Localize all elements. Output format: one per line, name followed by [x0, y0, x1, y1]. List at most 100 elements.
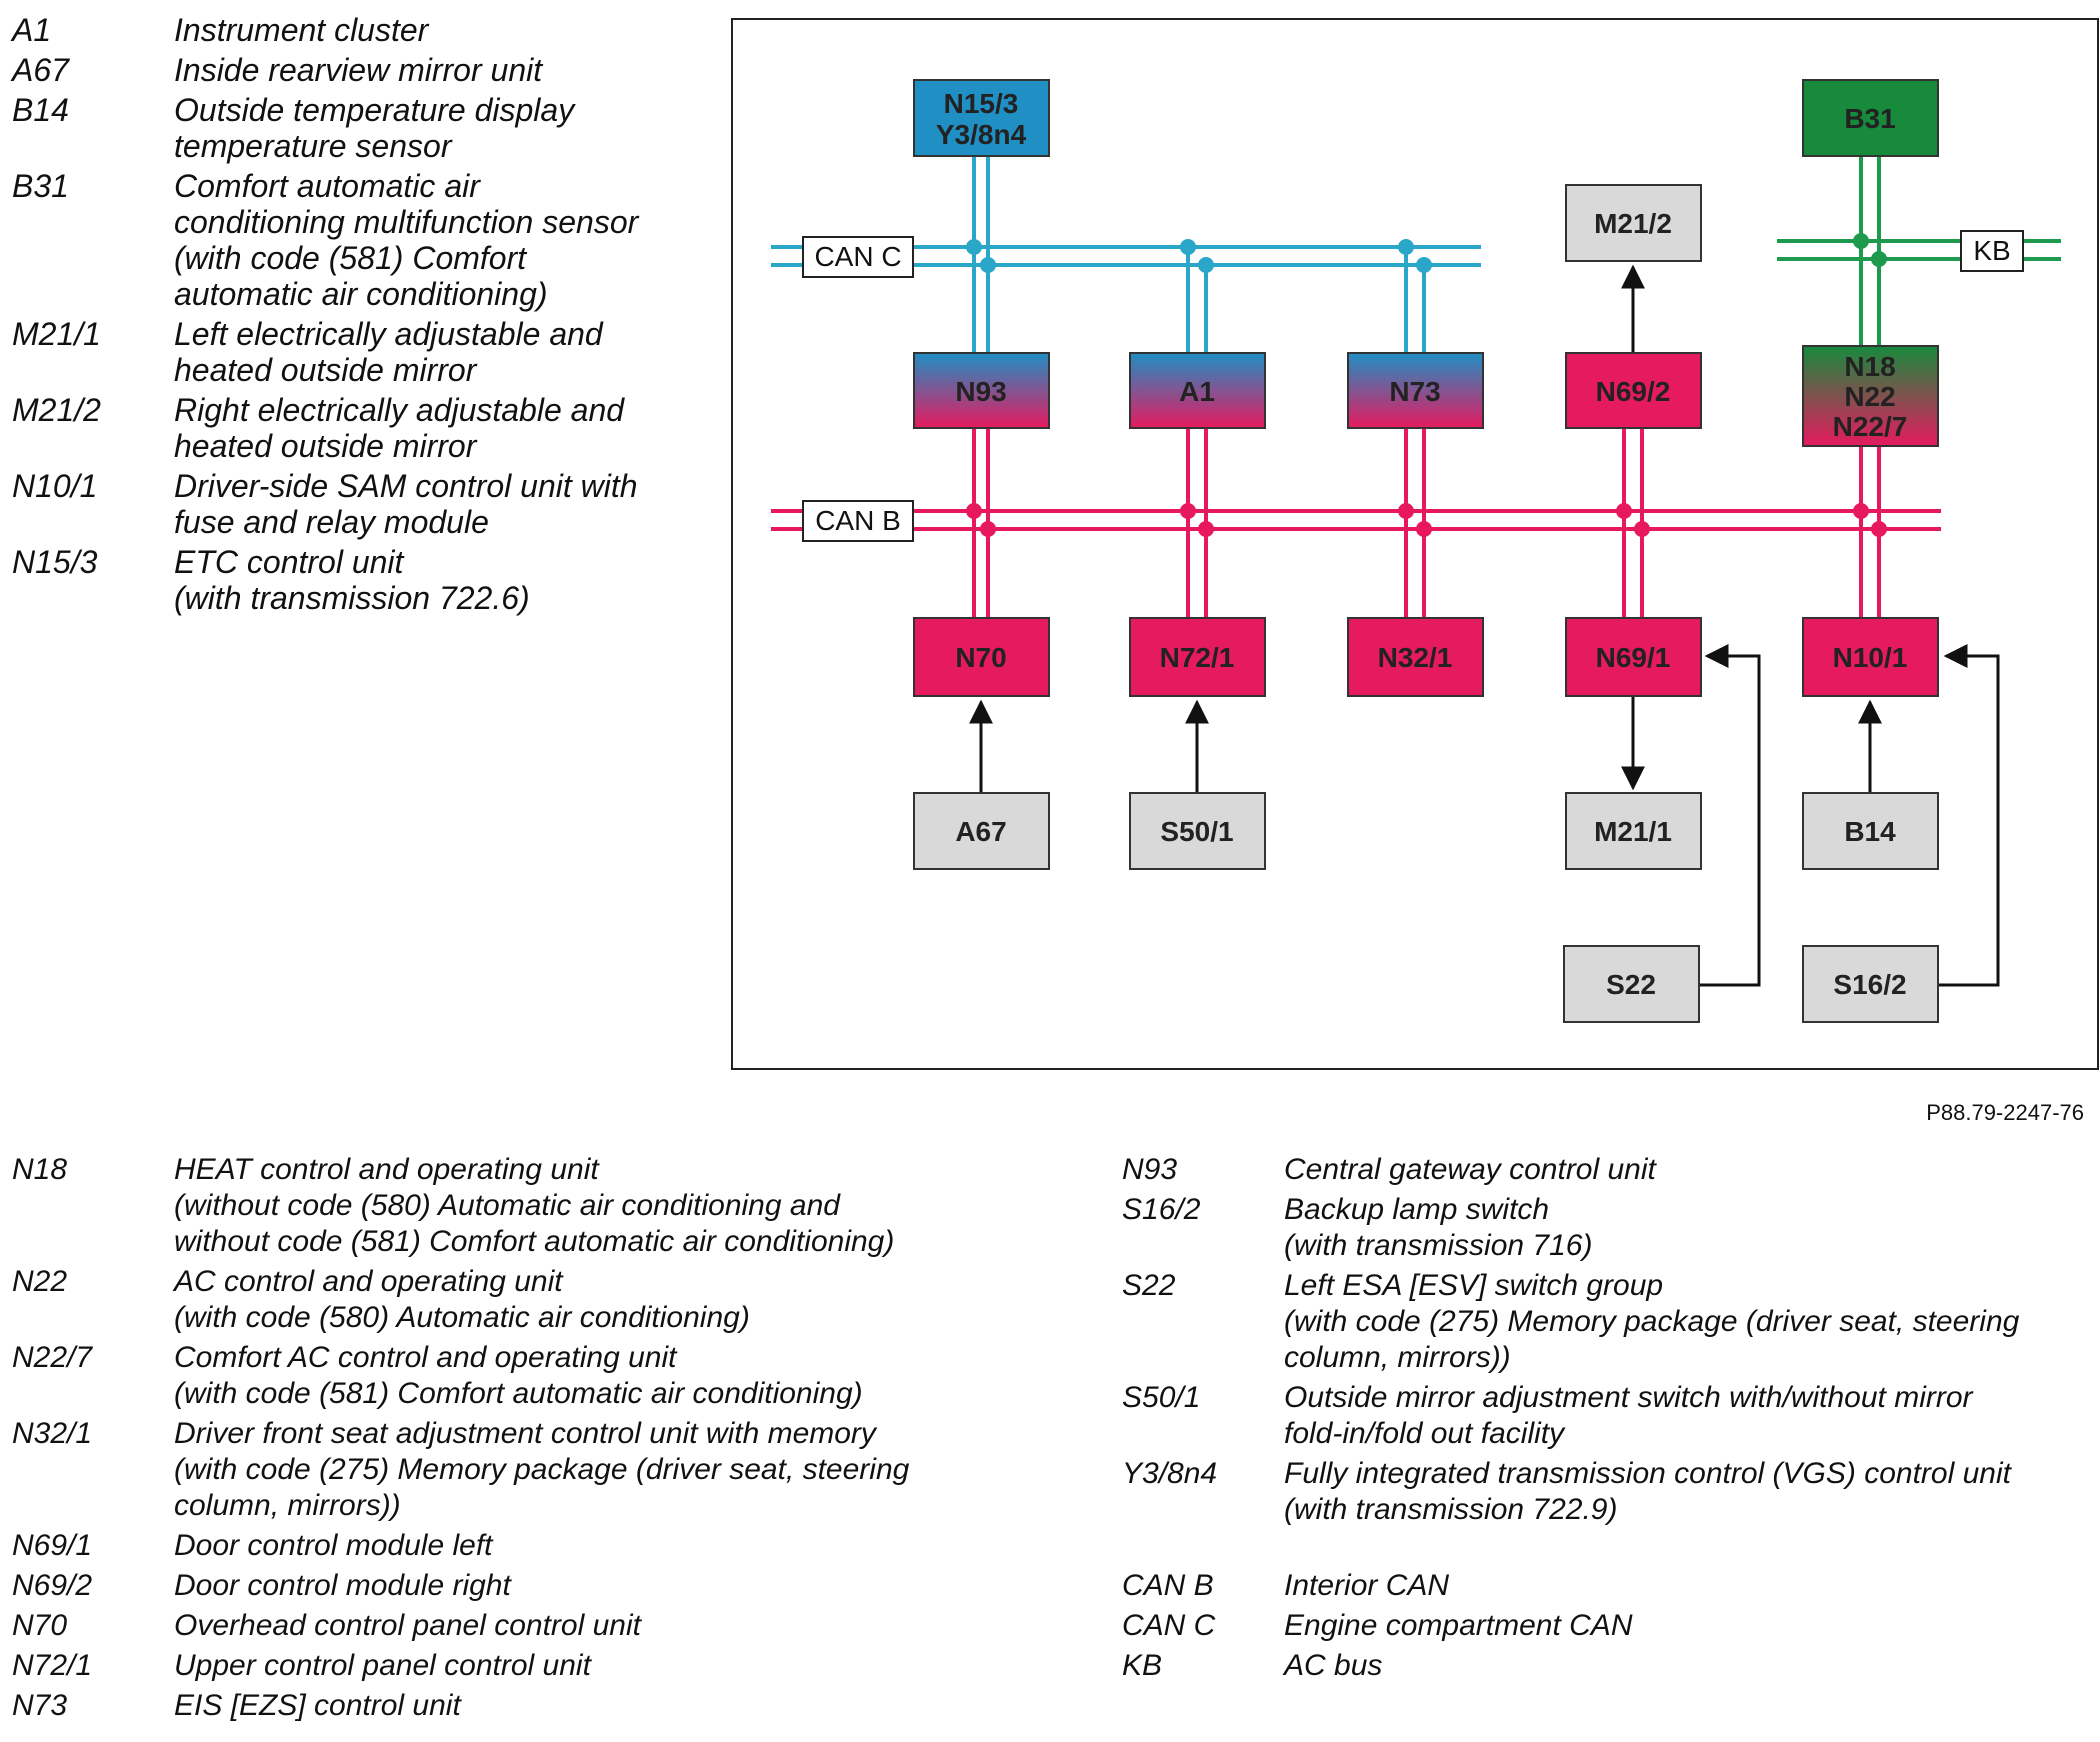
- kb-drops: [1853, 156, 1887, 346]
- legend-code: KB: [1122, 1649, 1163, 1682]
- legend-description: Left ESA [ESV] switch group (with code (…: [1284, 1269, 2020, 1374]
- box-m21-1-label: M21/1: [1594, 816, 1672, 847]
- box-b14: B14: [1802, 792, 1939, 870]
- box-n18: N18 N22 N22/7: [1802, 345, 1939, 447]
- legend-code: A1: [12, 12, 52, 48]
- legend-description: Overhead control panel control unit: [174, 1609, 641, 1642]
- legend-description: Comfort automatic air conditioning multi…: [174, 168, 639, 312]
- legend-description: Interior CAN: [1284, 1569, 1450, 1602]
- box-n69-1: N69/1: [1565, 617, 1702, 697]
- box-s50-1-label: S50/1: [1160, 816, 1233, 847]
- box-s16-2-label: S16/2: [1833, 969, 1906, 1000]
- legend-description: ETC control unit (with transmission 722.…: [174, 544, 530, 616]
- network-diagram: CAN C KB CAN B: [771, 79, 2061, 1023]
- box-n18-line2: N22: [1844, 381, 1895, 412]
- legend-entry: CAN B Interior CAN: [1122, 1568, 2082, 1604]
- can-c-label: CAN C: [814, 241, 901, 272]
- kb-label: KB: [1973, 235, 2010, 266]
- can-c-drops: [966, 156, 1432, 353]
- legend-code: CAN B: [1122, 1569, 1214, 1602]
- legend-code: A67: [12, 52, 69, 88]
- legend-code: N22/7: [12, 1341, 93, 1374]
- box-s16-2: S16/2: [1802, 945, 1939, 1023]
- legend-entry: N22/7 Comfort AC control and operating un…: [12, 1340, 1072, 1412]
- legend-code: N18: [12, 1153, 68, 1186]
- legend-description: Driver-side SAM control unit with fuse a…: [174, 468, 638, 540]
- box-s22: S22: [1563, 945, 1700, 1023]
- box-n70-label: N70: [955, 642, 1006, 673]
- legend-entry: A67 Inside rearview mirror unit: [12, 52, 652, 88]
- can-b-label-box: [802, 500, 914, 542]
- can-b-label: CAN B: [815, 505, 901, 536]
- box-n73-label: N73: [1389, 376, 1440, 407]
- box-n70: N70: [913, 617, 1050, 697]
- legend-code: S22: [1122, 1269, 1176, 1302]
- box-n69-2: N69/2: [1565, 352, 1702, 429]
- box-n69-2-label: N69/2: [1596, 376, 1671, 407]
- legend-code: M21/1: [12, 316, 101, 352]
- legend-spacer: [1122, 1532, 2082, 1568]
- legend-code: N22: [12, 1265, 68, 1298]
- box-m21-1: M21/1: [1565, 792, 1702, 870]
- legend-description: Outside temperature display temperature …: [174, 92, 575, 164]
- box-n32-1: N32/1: [1347, 617, 1484, 697]
- legend-description: Upper control panel control unit: [174, 1649, 591, 1682]
- legend-code: N69/1: [12, 1529, 93, 1562]
- box-a67-label: A67: [955, 816, 1006, 847]
- legend-description: AC bus: [1284, 1649, 1383, 1682]
- box-n93-label: N93: [955, 376, 1006, 407]
- box-b31-label: B31: [1844, 103, 1895, 134]
- figure-reference: P88.79-2247-76: [1926, 1100, 2084, 1125]
- legend-code: N32/1: [12, 1417, 93, 1450]
- legend-code: CAN C: [1122, 1609, 1216, 1642]
- box-n69-1-label: N69/1: [1596, 642, 1671, 673]
- box-s50-1: S50/1: [1129, 792, 1266, 870]
- box-n73: N73: [1347, 352, 1484, 429]
- box-n10-1: N10/1: [1802, 617, 1939, 697]
- can-b-bus: CAN B: [771, 500, 1941, 542]
- box-m21-2: M21/2: [1565, 184, 1702, 262]
- box-m21-2-label: M21/2: [1594, 208, 1672, 239]
- box-a67: A67: [913, 792, 1050, 870]
- legend-description: EIS [EZS] control unit: [174, 1689, 461, 1722]
- legend-entry: S50/1 Outside mirror adjustment switch wi…: [1122, 1380, 2082, 1452]
- legend-code: S50/1: [1122, 1381, 1201, 1414]
- signal-arrows: [969, 264, 2000, 987]
- legend-description: Inside rearview mirror unit: [174, 52, 543, 88]
- box-s22-label: S22: [1606, 969, 1656, 1000]
- can-c-bus: CAN C: [771, 236, 1481, 278]
- box-b31: B31: [1802, 79, 1939, 157]
- can-c-label-box: [802, 236, 914, 278]
- legend-description: Comfort AC control and operating unit (w…: [174, 1341, 863, 1410]
- box-n15-3: N15/3 Y3/8n4: [913, 79, 1050, 157]
- legend-description: Outside mirror adjustment switch with/wi…: [1284, 1381, 1973, 1450]
- legend-description: Right electrically adjustable and heated…: [174, 392, 625, 464]
- box-n72-1: N72/1: [1129, 617, 1266, 697]
- legend-code: N10/1: [12, 468, 98, 504]
- legend-code: M21/2: [12, 392, 101, 428]
- legend-entry: S22 Left ESA [ESV] switch group (with cod…: [1122, 1268, 2082, 1376]
- box-n10-1-label: N10/1: [1833, 642, 1908, 673]
- box-a1: A1: [1129, 352, 1266, 429]
- legend-code: N73: [12, 1689, 68, 1722]
- box-n15-3-line2: Y3/8n4: [936, 119, 1027, 150]
- legend-description: Fully integrated transmission control (V…: [1284, 1457, 2011, 1526]
